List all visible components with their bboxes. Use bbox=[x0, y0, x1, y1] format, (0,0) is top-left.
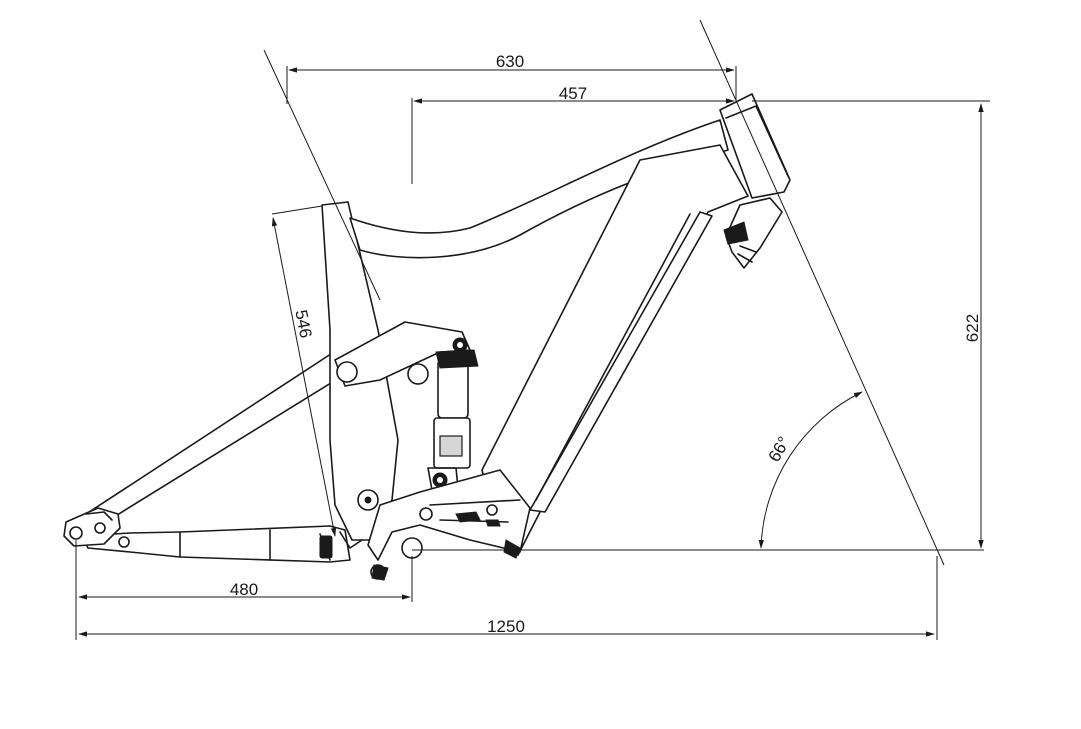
bike-frame bbox=[63, 93, 791, 581]
seat-stay bbox=[79, 347, 353, 529]
dim-label-66: 66° bbox=[765, 433, 794, 465]
headset-guide bbox=[723, 197, 783, 269]
dim-label-546: 546 bbox=[291, 308, 315, 339]
rear-dropout bbox=[63, 507, 130, 548]
dim-630: 630 bbox=[286, 52, 737, 104]
battery-cover bbox=[529, 211, 713, 513]
head-tube bbox=[719, 93, 791, 199]
dim-head-angle: 66° bbox=[758, 391, 863, 549]
dim-1250: 1250 bbox=[75, 540, 938, 640]
bottom-bracket-assembly bbox=[339, 469, 531, 581]
rear-shock bbox=[427, 349, 479, 491]
dim-label-480: 480 bbox=[230, 580, 258, 599]
dim-622: 622 bbox=[963, 103, 984, 549]
dim-480: 480 bbox=[78, 556, 413, 602]
dim-label-622: 622 bbox=[963, 314, 982, 342]
battery-line bbox=[535, 213, 691, 501]
dim-457: 457 bbox=[411, 84, 735, 184]
dim-label-630: 630 bbox=[496, 52, 524, 71]
dim-label-457: 457 bbox=[559, 84, 587, 103]
top-tube bbox=[349, 119, 729, 259]
geometry-lines bbox=[263, 19, 990, 566]
steering-axis-line bbox=[699, 19, 945, 566]
dim-546: 546 bbox=[271, 205, 337, 537]
chain-stay-yoke bbox=[319, 535, 333, 559]
seat-axis-line bbox=[263, 49, 381, 301]
dim-label-1250: 1250 bbox=[487, 617, 525, 636]
